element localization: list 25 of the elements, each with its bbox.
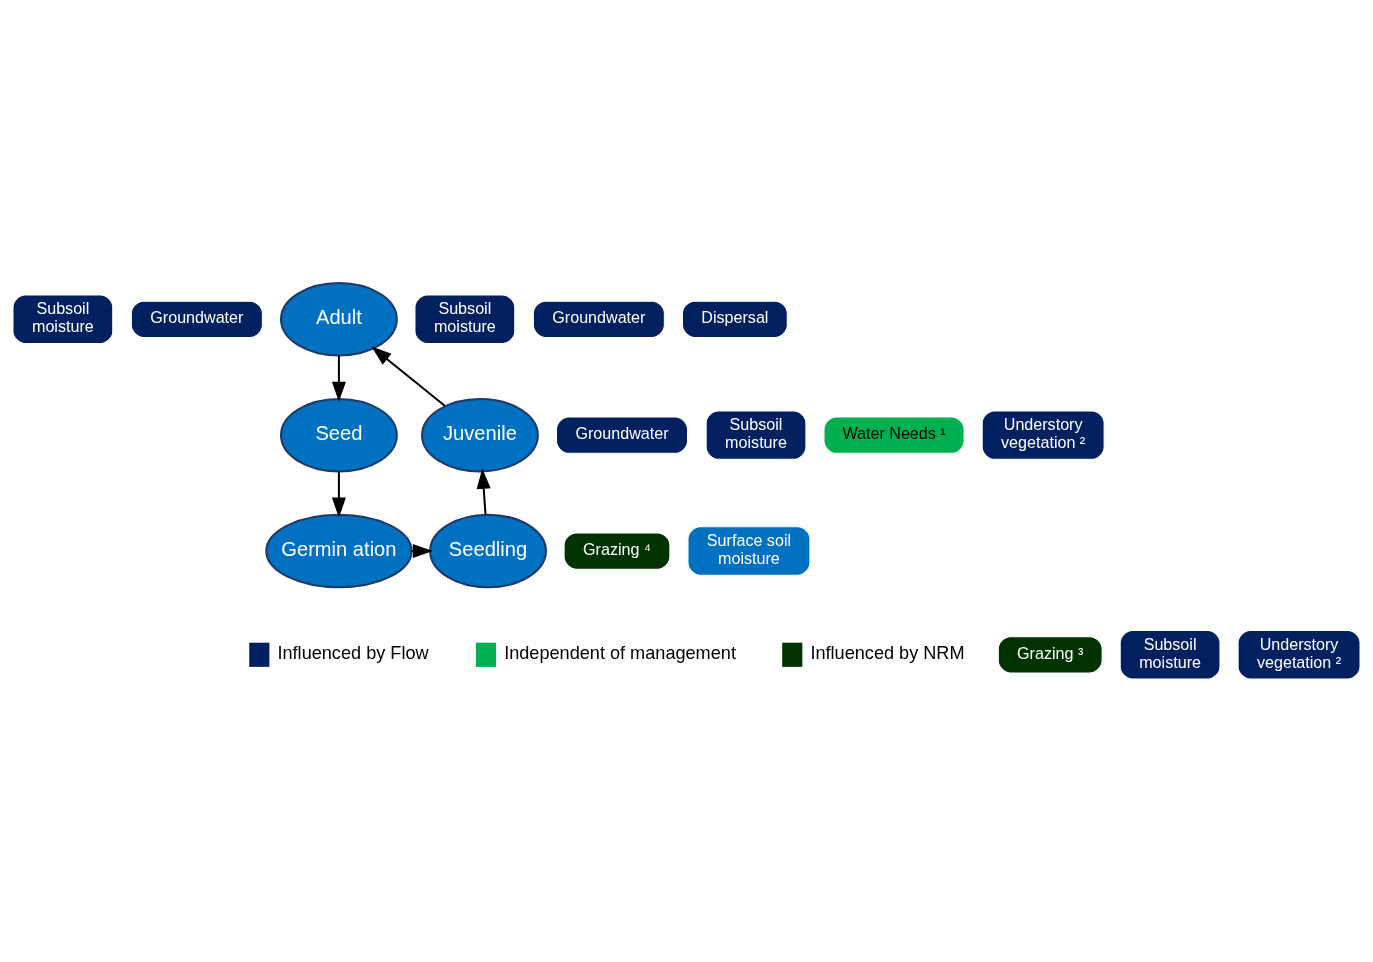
node-box: Grazing ⁴ xyxy=(563,532,671,570)
arrow xyxy=(371,346,446,407)
node-box: Understory vegetation ² xyxy=(1237,630,1361,680)
legend-label: Independent of management xyxy=(504,643,736,664)
node-ellipse: Seedling xyxy=(429,513,547,589)
node-ellipse: Seed xyxy=(280,397,398,473)
node-box: Subsoil moisture xyxy=(12,294,114,344)
node-box: Grazing ³ xyxy=(997,636,1103,674)
legend-label: Influenced by Flow xyxy=(277,643,429,664)
node-box: Dispersal xyxy=(681,300,788,338)
node-box: Water Needs ¹ xyxy=(823,416,965,454)
node-box: Surface soil moisture xyxy=(687,526,811,576)
node-box: Subsoil moisture xyxy=(414,294,516,344)
node-box: Groundwater xyxy=(130,300,263,338)
node-box: Subsoil moisture xyxy=(1119,630,1221,680)
arrow xyxy=(331,355,346,402)
node-box: Understory vegetation ² xyxy=(981,410,1105,460)
node-box: Groundwater xyxy=(532,300,665,338)
legend-label: Influenced by NRM xyxy=(810,643,965,664)
arrow xyxy=(331,471,346,518)
node-ellipse: Juvenile xyxy=(421,397,539,473)
arrow xyxy=(476,468,491,515)
node-box: Subsoil moisture xyxy=(705,410,807,460)
node-box: Groundwater xyxy=(556,416,688,454)
node-ellipse: Adult xyxy=(280,282,398,357)
